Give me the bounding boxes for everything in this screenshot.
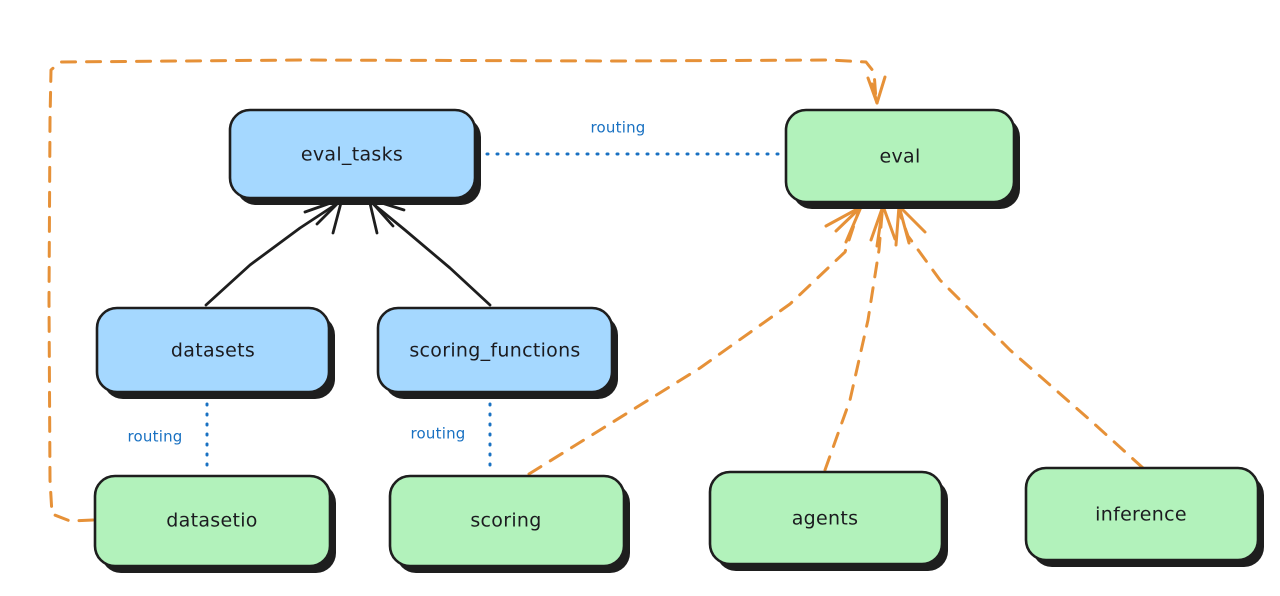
node-label-scoring-functions: scoring_functions <box>409 340 580 362</box>
edge-inference-to-eval <box>894 204 1145 470</box>
node-label-inference: inference <box>1095 504 1187 526</box>
node-scoring-functions[interactable]: scoring_functions <box>376 306 618 399</box>
node-label-datasetio: datasetio <box>166 510 257 532</box>
node-label-eval: eval <box>879 146 920 168</box>
node-eval-tasks[interactable]: eval_tasks <box>228 108 481 205</box>
node-datasetio[interactable]: datasetio <box>93 474 336 573</box>
edge-scoring-functions-to-eval-tasks <box>367 197 492 307</box>
node-label-eval-tasks: eval_tasks <box>301 144 403 166</box>
edge-agents-to-eval <box>823 204 897 472</box>
node-label-scoring: scoring <box>470 510 541 532</box>
node-scoring[interactable]: scoring <box>388 474 630 573</box>
edge-label-routing-scoring: routing <box>411 425 466 443</box>
node-label-agents: agents <box>792 508 859 530</box>
node-datasets[interactable]: datasets <box>95 306 335 399</box>
edge-datasetio-to-eval <box>47 58 887 523</box>
node-inference[interactable]: inference <box>1024 466 1264 567</box>
node-eval[interactable]: eval <box>784 108 1020 209</box>
edge-label-routing-datasetio: routing <box>128 428 183 446</box>
edge-label-routing-eval: routing <box>591 119 646 137</box>
node-label-datasets: datasets <box>171 340 255 362</box>
node-agents[interactable]: agents <box>708 470 948 571</box>
edge-datasets-to-eval-tasks <box>204 197 344 307</box>
